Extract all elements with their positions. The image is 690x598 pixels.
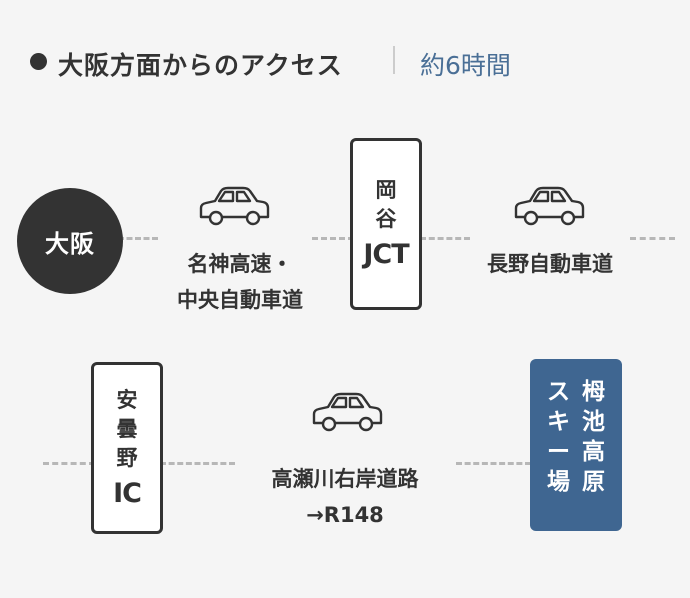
junction-okaya: 岡 谷 JCT [350, 138, 422, 310]
destination-name-column: 栂 池 高 原 [582, 377, 605, 531]
car-icon [512, 184, 586, 230]
route-label: 名神高速・ [187, 252, 293, 276]
junction-name-char: 岡 [375, 178, 397, 202]
route-line [160, 462, 235, 465]
header-divider [393, 46, 395, 74]
route-line [118, 237, 158, 240]
junction-name-char: 野 [116, 445, 138, 470]
junction-code: JCT [363, 239, 409, 270]
origin-label: 大阪 [45, 229, 95, 258]
route-line [456, 462, 531, 465]
route-line [630, 237, 675, 240]
route-label: 長野自動車道 [487, 252, 613, 276]
route-label: →R148 [306, 503, 384, 527]
junction-code: IC [113, 477, 142, 509]
page-title: 大阪方面からのアクセス [58, 51, 343, 80]
junction-name-char: 曇 [116, 416, 138, 441]
car-icon [197, 184, 271, 230]
route-nagano: 長野自動車道 [465, 246, 635, 282]
destination-char: ス [547, 379, 570, 405]
route-label: 中央自動車道 [177, 288, 303, 312]
bullet-icon [30, 53, 47, 70]
junction-azumino: 安 曇 野 IC [91, 362, 163, 534]
destination-char: キ [547, 409, 570, 435]
destination-char: ー [547, 439, 570, 465]
origin-osaka: 大阪 [17, 188, 123, 294]
route-line [312, 237, 354, 240]
destination-char: 場 [547, 469, 570, 495]
destination-char: 高 [582, 439, 605, 465]
destination-char: 原 [582, 469, 605, 495]
destination-type-column: ス キ ー 場 [547, 377, 570, 531]
destination-tsugaike: 栂 池 高 原 ス キ ー 場 [530, 359, 622, 531]
route-label: 高瀬川右岸道路 [271, 467, 419, 491]
destination-char: 栂 [582, 379, 605, 405]
route-meishin-chuo: 名神高速・ 中央自動車道 [150, 246, 330, 318]
junction-name-char: 谷 [375, 207, 397, 231]
route-takasegawa: 高瀬川右岸道路 →R148 [245, 461, 445, 533]
destination-char: 池 [582, 409, 605, 435]
car-icon [310, 390, 384, 436]
junction-name-char: 安 [116, 387, 138, 412]
route-line [420, 237, 470, 240]
travel-time: 約6時間 [420, 51, 511, 80]
route-line [43, 462, 95, 465]
